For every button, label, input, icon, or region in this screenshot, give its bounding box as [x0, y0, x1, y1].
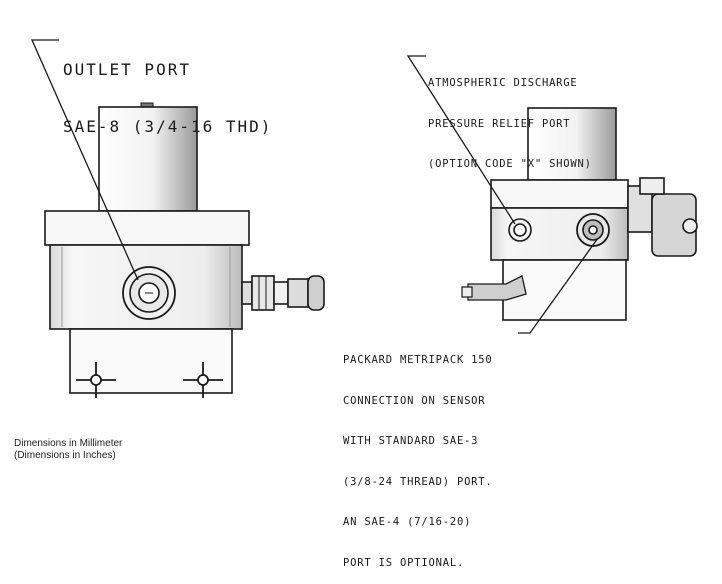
side-view	[406, 55, 698, 334]
connector-label-line: AN SAE-4 (7/16-20)	[343, 516, 472, 528]
mounting-cross-left	[76, 362, 116, 398]
connector-label-line: WITH STANDARD SAE-3	[343, 435, 479, 447]
connector-label-line: CONNECTION ON SENSOR	[343, 394, 486, 407]
caption-line: Dimensions in Millimeter	[14, 438, 123, 449]
connector-label-line: (3/8-24 THREAD) PORT.	[343, 475, 493, 488]
relief-port-label: ATMOSPHERIC DISCHARGE PRESSURE RELIEF PO…	[428, 50, 592, 185]
technical-drawing	[31, 39, 698, 398]
mounting-cross-right	[183, 362, 223, 398]
outlet-label-line: SAE-8 (3/4-16 THD)	[63, 117, 273, 136]
front-view	[31, 39, 325, 398]
connector-label-line: PORT IS OPTIONAL.	[343, 556, 465, 569]
outlet-port-label: OUTLET PORT SAE-8 (3/4-16 THD)	[63, 22, 272, 155]
relief-label-line: PRESSURE RELIEF PORT	[428, 117, 571, 130]
connector-label-line: PACKARD METRIPACK 150	[343, 354, 493, 366]
relief-label-line: (OPTION CODE "X" SHOWN)	[428, 158, 592, 170]
caption-line: (Dimensions in Inches)	[14, 449, 116, 461]
connector-label: PACKARD METRIPACK 150 CONNECTION ON SENS…	[343, 327, 493, 584]
relief-label-line: ATMOSPHERIC DISCHARGE	[428, 77, 578, 89]
outlet-label-line: OUTLET PORT	[63, 60, 191, 79]
dimensions-caption: Dimensions in Millimeter (Dimensions in …	[14, 438, 122, 461]
